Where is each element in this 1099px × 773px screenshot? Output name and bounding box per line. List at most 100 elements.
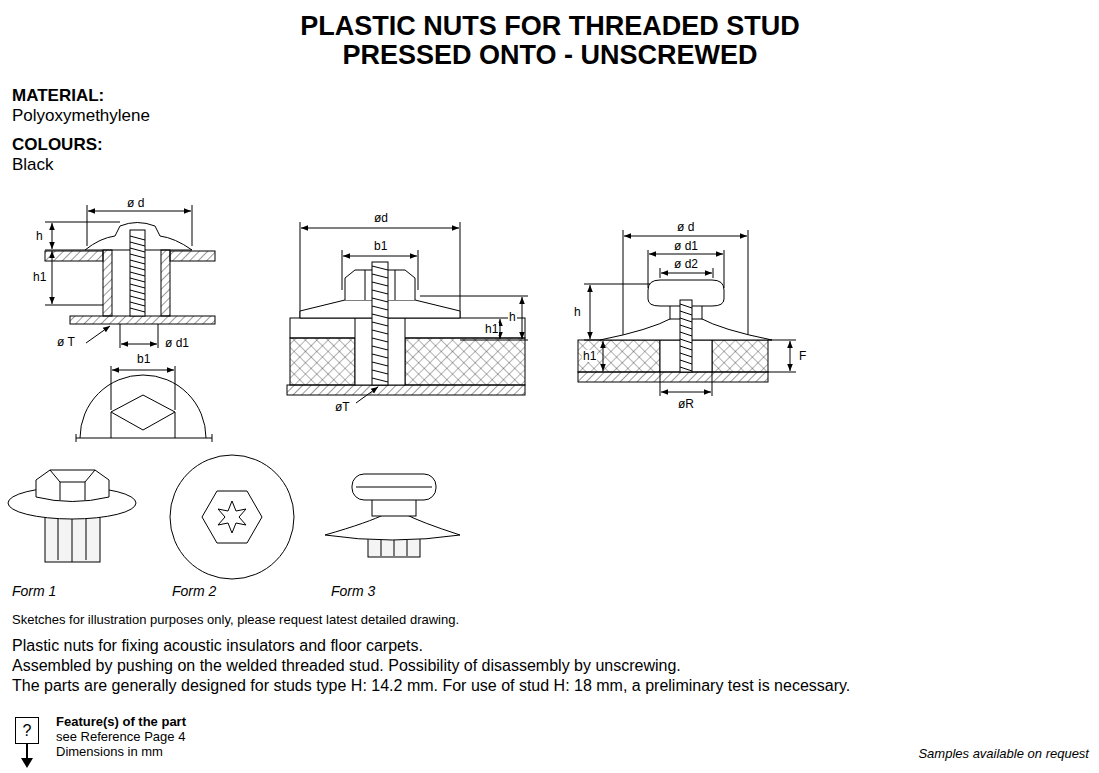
form-3-render bbox=[394, 540, 395, 556]
feature-heading: Feature(s) of the part bbox=[56, 715, 186, 730]
form-3-render bbox=[352, 474, 436, 500]
section-heading: COLOURS: bbox=[12, 135, 103, 155]
form-3-render bbox=[381, 540, 382, 556]
section-figure-1 bbox=[76, 434, 77, 442]
colour-value: Black bbox=[12, 155, 54, 175]
section-figure-1 bbox=[112, 370, 174, 371]
section-figure-2 bbox=[500, 319, 501, 339]
feature-note: see Reference Page 4 bbox=[56, 730, 185, 745]
section-figure-3 bbox=[661, 392, 711, 393]
page-title: PLASTIC NUTS FOR THREADED STUD PRESSED O… bbox=[260, 12, 840, 70]
feature-arrow bbox=[21, 744, 33, 768]
dimension-label: ø d2 bbox=[673, 258, 699, 270]
feature-symbol: ? bbox=[23, 722, 32, 740]
form-1-render bbox=[58, 518, 59, 560]
section-figure-2 bbox=[372, 262, 388, 385]
section-figure-2 bbox=[418, 250, 419, 290]
section-figure-2 bbox=[405, 338, 525, 385]
dimension-label: ød bbox=[373, 212, 389, 224]
dimension-label: b1 bbox=[373, 240, 388, 252]
feature-arrow bbox=[21, 758, 33, 768]
section-figure-3 bbox=[768, 372, 796, 373]
section-figure-1 bbox=[212, 434, 213, 442]
form-caption: Form 3 bbox=[331, 583, 375, 599]
section-figure-3 bbox=[578, 230, 796, 396]
section-figure-1 bbox=[130, 230, 145, 316]
section-figure-3 bbox=[603, 341, 604, 371]
section-figure-1 bbox=[87, 205, 88, 246]
section-figure-3 bbox=[724, 250, 725, 288]
section-figure-3 bbox=[712, 372, 713, 396]
form-1-render bbox=[50, 470, 95, 500]
section-figure-1 bbox=[88, 211, 191, 212]
form-3-render bbox=[407, 540, 408, 556]
section-figure-1 bbox=[170, 251, 215, 261]
section-figure-3 bbox=[624, 236, 747, 237]
form-2-render bbox=[170, 455, 294, 579]
dimension-label: ø d bbox=[126, 197, 145, 209]
dimension-label: h1 bbox=[582, 350, 597, 362]
dimension-label: ø d1 bbox=[164, 337, 190, 349]
form-2-render bbox=[218, 501, 246, 533]
samples-note: Samples available on request bbox=[918, 747, 1089, 762]
dimension-label: ø d1 bbox=[673, 240, 699, 252]
section-figure-1 bbox=[130, 236, 145, 312]
section-figure-3 bbox=[578, 340, 660, 372]
section-figure-3 bbox=[680, 304, 692, 371]
section-figure-1 bbox=[52, 223, 53, 249]
section-figure-3 bbox=[712, 340, 768, 372]
disclaimer-note: Sketches for illustration purposes only,… bbox=[12, 613, 459, 628]
section-figure-2 bbox=[365, 270, 366, 300]
section-figure-1 bbox=[76, 438, 212, 439]
section-figure-3 bbox=[680, 300, 692, 372]
section-figure-2 bbox=[287, 222, 528, 403]
section-figure-1 bbox=[45, 205, 215, 442]
section-figure-1 bbox=[120, 324, 121, 348]
form-3-render bbox=[325, 514, 460, 540]
section-figure-1 bbox=[70, 316, 215, 324]
material-value: Polyoxymethylene bbox=[12, 106, 150, 126]
section-figure-1 bbox=[161, 250, 170, 316]
section-figure-1 bbox=[111, 366, 112, 410]
dimension-label: h bbox=[508, 311, 517, 323]
section-figure-3 bbox=[584, 340, 600, 341]
form-3-render bbox=[372, 498, 416, 516]
feature-arrow bbox=[26, 744, 28, 760]
feature-symbol-box: ? bbox=[15, 717, 39, 744]
section-figure-1 bbox=[175, 366, 176, 410]
section-figure-1 bbox=[52, 251, 53, 304]
section-figure-3 bbox=[590, 285, 591, 339]
section-figure-3 bbox=[648, 250, 649, 288]
form-3-render bbox=[356, 487, 432, 488]
section-figure-3 bbox=[623, 230, 624, 336]
dimension-label: h bbox=[573, 306, 582, 318]
form-3-render bbox=[368, 538, 420, 557]
section-figure-3 bbox=[660, 268, 661, 278]
dimension-label: ø d bbox=[676, 221, 695, 233]
section-figure-1 bbox=[111, 412, 175, 430]
form-1-render bbox=[86, 518, 87, 560]
section-figure-3 bbox=[578, 372, 768, 382]
form-2-render bbox=[170, 455, 294, 579]
section-figure-1 bbox=[158, 324, 159, 348]
section-figure-2 bbox=[287, 385, 525, 395]
section-figure-2 bbox=[290, 318, 525, 338]
section-figure-2 bbox=[460, 222, 461, 318]
section-figure-3 bbox=[649, 254, 723, 255]
dimension-label: h1 bbox=[484, 323, 499, 335]
description-line: Assembled by pushing on the welded threa… bbox=[12, 657, 681, 675]
section-figure-1 bbox=[45, 250, 85, 251]
section-figure-2 bbox=[372, 266, 388, 382]
section-figure-3 bbox=[660, 372, 661, 396]
form-1-render bbox=[36, 470, 109, 502]
form-1-render bbox=[45, 515, 100, 562]
section-figure-3 bbox=[790, 341, 791, 371]
description-line: The parts are generally designed for stu… bbox=[12, 677, 850, 695]
form-caption: Form 1 bbox=[12, 583, 56, 599]
section-figure-2 bbox=[356, 387, 378, 403]
section-figure-1 bbox=[45, 305, 103, 306]
section-figure-2 bbox=[395, 270, 396, 300]
section-figure-3 bbox=[661, 273, 712, 274]
dimension-label: h1 bbox=[32, 271, 47, 283]
